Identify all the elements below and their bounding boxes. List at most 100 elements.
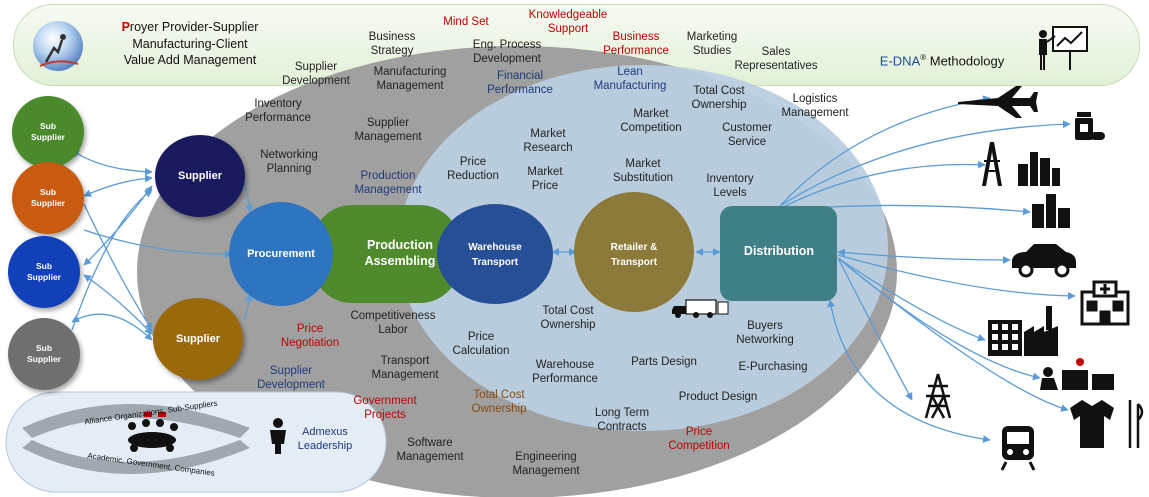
medicine-icon bbox=[1075, 112, 1105, 140]
topic-label-line-2: Development bbox=[282, 75, 350, 87]
topic-label-line-1: Total Cost bbox=[693, 85, 745, 97]
admexus-leadership: Admexus Leadership bbox=[290, 425, 360, 453]
topic-label-line-1: Total Cost bbox=[473, 389, 525, 401]
topic-label-line-2: Studies bbox=[692, 45, 732, 57]
procurement-circle bbox=[229, 202, 333, 306]
warehouse-line-1: Warehouse bbox=[468, 242, 522, 253]
topic-label-line-1: Financial bbox=[496, 70, 544, 82]
topic-label-line-2: Competition bbox=[620, 122, 682, 134]
topic-label-line-1: Engineering bbox=[515, 451, 577, 463]
topic-label-line-2: Strategy bbox=[370, 45, 414, 57]
supplier-navy[interactable]: Supplier bbox=[155, 135, 245, 217]
production-label[interactable]: Production Assembling bbox=[360, 237, 440, 269]
topic-label-line-1: Knowledgeable bbox=[528, 9, 608, 21]
topic-label-line-1: Price bbox=[459, 156, 487, 168]
retailer-transport-circle bbox=[574, 192, 694, 312]
warehouse-line-2: Transport bbox=[471, 257, 519, 268]
distribution-box bbox=[720, 206, 837, 301]
topic-label-line-1: Market bbox=[530, 128, 566, 140]
topic-label-line-1: Customer bbox=[722, 122, 772, 134]
shirt-icon bbox=[1070, 400, 1114, 448]
topic-label-line-2: Ownership bbox=[540, 319, 596, 331]
topic-label-line-2: Management bbox=[396, 451, 464, 463]
warehouse-label[interactable]: Warehouse Transport bbox=[455, 240, 535, 270]
topic-label-line-1: Parts Design bbox=[631, 356, 697, 368]
topic-label-line-2: Management bbox=[781, 107, 849, 119]
factory-icon bbox=[1032, 194, 1070, 228]
worker-machine-icon bbox=[1040, 358, 1114, 390]
edna-reg: ® bbox=[920, 53, 927, 62]
topic-label-line-2: Labor bbox=[378, 324, 408, 336]
topic-label-line-2: Development bbox=[257, 379, 325, 391]
topic-label-line-1: Price bbox=[296, 323, 324, 335]
retailer-line-2: Transport bbox=[610, 257, 658, 268]
topic-label-line-2: Support bbox=[547, 23, 589, 35]
industrial-plant-icon bbox=[1024, 306, 1058, 356]
topic-label-line-1: Buyers bbox=[747, 320, 783, 332]
distribution-label[interactable]: Distribution bbox=[743, 244, 815, 258]
topic-label-line-2: Reduction bbox=[447, 170, 499, 182]
topic-label-line-2: Service bbox=[727, 136, 767, 148]
proyer-initial: P bbox=[121, 20, 130, 34]
supplier-gold[interactable]: Supplier bbox=[153, 298, 243, 380]
topic-label-line-1: Warehouse bbox=[535, 359, 595, 371]
topic-label-line-2: Levels bbox=[713, 187, 747, 199]
topic-label-line-2: Networking bbox=[736, 334, 794, 346]
topic-label-line-1: Lean bbox=[617, 66, 643, 78]
alliance-arc-bottom bbox=[22, 440, 250, 474]
hospital-icon bbox=[1080, 280, 1130, 326]
topic-label-line-2: Performance bbox=[603, 45, 669, 57]
topic-label-line-2: Management bbox=[376, 80, 444, 92]
topic-label-line-1: Networking bbox=[260, 149, 318, 161]
header-title-3: Value Add Management bbox=[123, 53, 257, 67]
topic-label-line-1: Software bbox=[407, 437, 453, 449]
topic-label-line-1: Market bbox=[527, 166, 563, 178]
production-assembling-shape bbox=[312, 205, 460, 303]
sub-supplier-label: Sub bbox=[39, 121, 57, 131]
topic-label-line-2: Planning bbox=[266, 163, 312, 175]
retailer-label[interactable]: Retailer & Transport bbox=[594, 240, 674, 270]
topic-label-line-2: Performance bbox=[487, 84, 553, 96]
sub-supplier-label: Sub bbox=[35, 343, 53, 353]
warehouse-transport-ellipse bbox=[437, 204, 553, 304]
topic-label-line-2: Contracts bbox=[597, 421, 647, 433]
connector-arrows bbox=[71, 95, 1076, 443]
topic-label-line-1: Business bbox=[368, 31, 416, 43]
topic-label-line-1: Total Cost bbox=[542, 305, 594, 317]
leader-person-icon bbox=[270, 418, 286, 454]
topic-label-line-2: Competition bbox=[668, 440, 730, 452]
topic-label-line-2: Negotiation bbox=[280, 337, 340, 349]
edna-rest: Methodology bbox=[926, 53, 1005, 69]
topic-label-line-1: Sales bbox=[761, 46, 791, 58]
topic-label-line-1: Business bbox=[612, 31, 660, 43]
topic-label-line-1: Product Design bbox=[678, 391, 758, 403]
topic-label-line-2: Management bbox=[354, 184, 422, 196]
procurement-label[interactable]: Procurement bbox=[247, 248, 315, 260]
